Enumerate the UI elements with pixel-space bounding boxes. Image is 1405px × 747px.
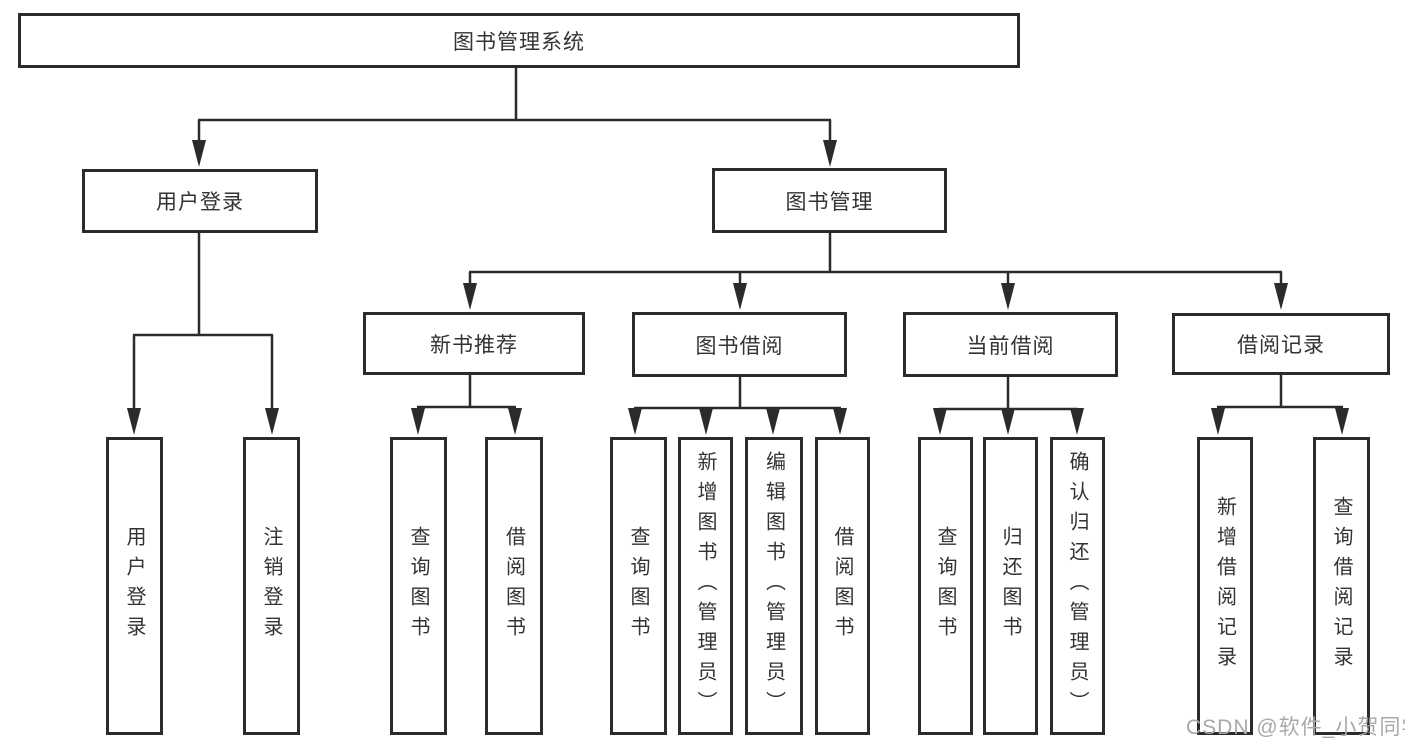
node-query-books-borrowing: 查询图书 <box>610 437 667 735</box>
node-return-books: 归还图书 <box>983 437 1038 735</box>
node-book-borrowing: 图书借阅 <box>632 312 847 377</box>
node-edit-book-admin: 编辑图书（管理员） <box>745 437 803 735</box>
node-borrow-books-borrowing: 借阅图书 <box>815 437 870 735</box>
node-library-system: 图书管理系统 <box>18 13 1020 68</box>
node-borrowing-records: 借阅记录 <box>1172 313 1390 375</box>
node-confirm-return-admin: 确认归还（管理员） <box>1050 437 1105 735</box>
watermark: CSDN @软件_小贺同学 <box>1186 716 1405 739</box>
node-query-books-current: 查询图书 <box>918 437 973 735</box>
node-borrow-books-recommend: 借阅图书 <box>485 437 543 735</box>
node-current-borrowing: 当前借阅 <box>903 312 1118 377</box>
node-add-book-admin: 新增图书（管理员） <box>678 437 733 735</box>
node-query-borrow-record: 查询借阅记录 <box>1313 437 1370 735</box>
node-user-login: 用户登录 <box>82 169 318 233</box>
node-book-management: 图书管理 <box>712 168 947 233</box>
node-user-login-action: 用户登录 <box>106 437 163 735</box>
node-query-books-recommend: 查询图书 <box>390 437 447 735</box>
node-new-book-recommend: 新书推荐 <box>363 312 585 375</box>
node-add-borrow-record: 新增借阅记录 <box>1197 437 1253 735</box>
node-logout: 注销登录 <box>243 437 300 735</box>
